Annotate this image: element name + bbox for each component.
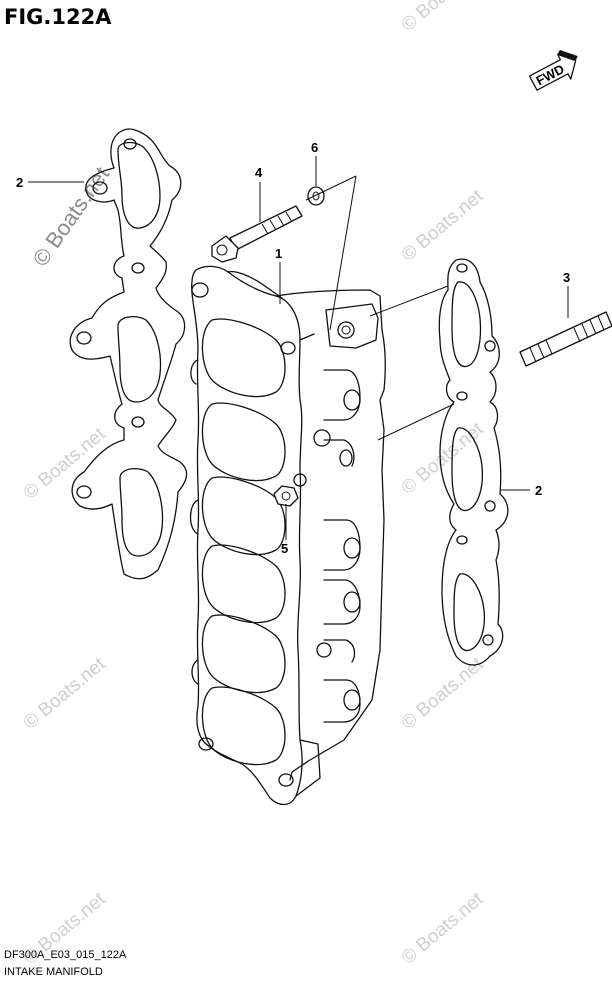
watermark: © Boats.net xyxy=(398,888,488,969)
fwd-arrow-icon: FWD xyxy=(528,49,578,91)
watermark: © Boats.net xyxy=(398,185,488,266)
leader-lines xyxy=(28,156,569,540)
callout-1: 1 xyxy=(275,246,282,261)
right-gasket xyxy=(438,258,509,666)
watermark: © Boats.net xyxy=(20,653,110,734)
figure-code: DF300A_E03_015_122A xyxy=(4,949,127,961)
callout-5: 5 xyxy=(281,541,288,556)
watermark-large: © Boats.net xyxy=(28,162,115,271)
callout-6: 6 xyxy=(311,140,318,155)
callout-2-left: 2 xyxy=(16,175,23,190)
washer-part xyxy=(307,186,325,206)
intake-manifold-body xyxy=(189,265,386,806)
watermark: © Boats.net xyxy=(398,0,488,36)
watermark: © Boats.net xyxy=(20,423,110,504)
figure-caption: INTAKE MANIFOLD xyxy=(4,966,103,978)
fwd-label: FWD xyxy=(534,61,567,88)
nut-part xyxy=(273,485,299,507)
left-gasket xyxy=(69,128,188,580)
stud-part xyxy=(519,311,612,367)
callout-2-right: 2 xyxy=(535,483,542,498)
figure-title: FIG.122A xyxy=(4,5,112,29)
callout-4: 4 xyxy=(255,165,263,180)
callout-3: 3 xyxy=(563,270,570,285)
bolt-part xyxy=(211,205,303,263)
